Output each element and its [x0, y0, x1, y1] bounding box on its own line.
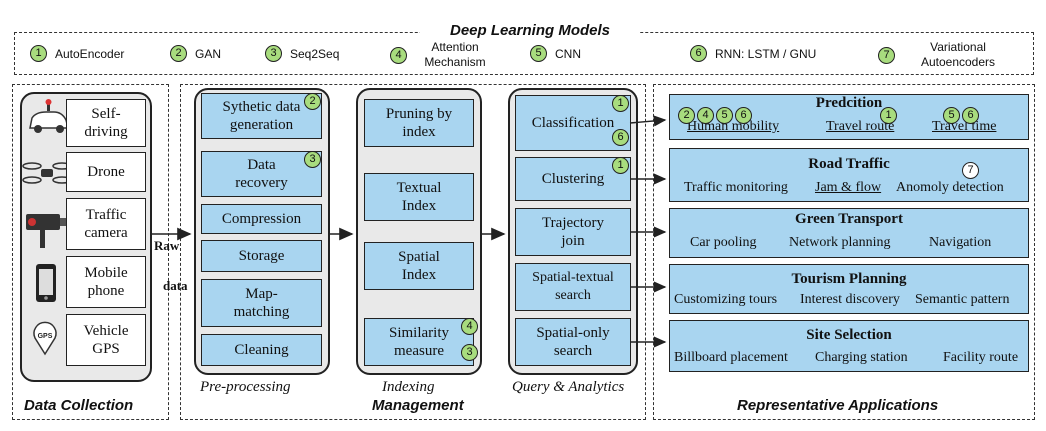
- raw-data-label-1: Raw: [154, 238, 180, 253]
- app-road-traffic: Road Traffic Traffic monitoring Jam & fl…: [669, 148, 1029, 202]
- badge-1: 1: [880, 107, 897, 124]
- device-traffic-camera: Traffic camera: [66, 198, 146, 250]
- badge-4: 4: [697, 107, 714, 124]
- app-item-human-mobility: Human mobility: [687, 119, 780, 134]
- gps-icon: GPS: [33, 321, 57, 356]
- query-spatial-only: Spatial-only search: [515, 318, 631, 366]
- phone-icon: [36, 264, 56, 302]
- legend-label: GAN: [195, 46, 222, 61]
- device-mobile-phone: Mobile phone: [66, 256, 146, 308]
- badge-5: 5: [943, 107, 960, 124]
- app-item-navigation: Navigation: [929, 235, 992, 250]
- badge-7: 7: [962, 162, 979, 179]
- app-item-traffic-monitoring: Traffic monitoring: [684, 180, 788, 195]
- legend-label: Seq2Seq: [290, 46, 340, 61]
- badge-6: 6: [962, 107, 979, 124]
- device-vehicle-gps: Vehicle GPS: [66, 314, 146, 366]
- indexing-caption: Indexing: [382, 379, 435, 395]
- app-item-travel-route: Travel route: [826, 119, 895, 134]
- query-trajectory-join: Trajectory join: [515, 208, 631, 256]
- app-item-charging-station: Charging station: [815, 350, 908, 365]
- device-drone: Drone: [66, 152, 146, 192]
- badge-2: 2: [304, 93, 321, 110]
- app-item-network-planning: Network planning: [789, 235, 891, 250]
- query-clustering: Clustering: [515, 157, 631, 201]
- app-prediction: Predcition Human mobility Travel route T…: [669, 94, 1029, 140]
- legend-item-rnn: 6 RNN: LSTM / GNU: [690, 45, 816, 62]
- badge-3: 3: [461, 344, 478, 361]
- legend-label: AutoEncoder: [55, 46, 125, 61]
- app-title: Site Selection: [806, 327, 892, 343]
- legend-item-autoencoder: 1 AutoEncoder: [30, 45, 124, 62]
- badge-4: 4: [461, 318, 478, 335]
- prep-compression: Compression: [201, 204, 322, 234]
- legend-label: CNN: [555, 46, 581, 61]
- badge-7: 7: [878, 46, 895, 64]
- legend-item-cnn: 5 CNN: [530, 45, 581, 62]
- prep-cleaning: Cleaning: [201, 334, 322, 366]
- app-tourism-planning: Tourism Planning Customizing tours Inter…: [669, 264, 1029, 314]
- raw-data-label-2: data: [163, 278, 188, 293]
- pipeline-section: [180, 84, 646, 420]
- prep-synthetic-data: Sythetic data generation: [201, 93, 322, 139]
- prep-data-recovery: Data recovery: [201, 151, 322, 197]
- legend-item-gan: 2 GAN: [170, 45, 221, 62]
- badge-5: 5: [530, 45, 547, 62]
- index-similarity: Similarity measure: [364, 318, 474, 366]
- badge-6: 6: [735, 107, 752, 124]
- app-item-anomaly-detection: Anomoly detection: [896, 180, 1004, 195]
- legend-label: Variational Autoencoders: [920, 40, 996, 69]
- badge-1: 1: [30, 45, 47, 62]
- app-item-facility-route: Facility route: [943, 350, 1019, 365]
- badge-6: 6: [690, 45, 707, 62]
- app-item-semantic-pattern: Semantic pattern: [915, 292, 1010, 307]
- app-title: Road Traffic: [808, 156, 890, 172]
- data-collection-section: [12, 84, 169, 420]
- legend-label: RNN: LSTM / GNU: [715, 46, 817, 61]
- query-spatial-textual: Spatial-textual search: [515, 263, 631, 311]
- index-textual: Textual Index: [364, 173, 474, 221]
- data-collection-caption: Data Collection: [24, 397, 134, 414]
- legend-item-vae: 7 Variational Autoencoders: [878, 40, 1013, 70]
- app-site-selection: Site Selection Billboard placement Charg…: [669, 320, 1029, 372]
- prep-map-matching: Map-matching: [201, 279, 322, 327]
- badge-3: 3: [304, 151, 321, 168]
- query-classification: Classification: [515, 95, 631, 151]
- legend-label: Attention Mechanism: [424, 40, 486, 69]
- applications-caption: Representative Applications: [737, 397, 939, 414]
- models-legend-title: Deep Learning Models: [420, 22, 640, 39]
- app-title: Predcition: [815, 95, 883, 111]
- gps-icon-text: GPS: [38, 333, 53, 340]
- badge-4: 4: [390, 46, 407, 64]
- app-item-jam-flow: Jam & flow: [815, 180, 882, 195]
- badge-2: 2: [678, 107, 695, 124]
- preprocessing-caption: Pre-processing: [200, 379, 291, 395]
- badge-5: 5: [716, 107, 733, 124]
- prep-storage: Storage: [201, 240, 322, 272]
- app-item-car-pooling: Car pooling: [690, 235, 757, 250]
- app-item-interest-discovery: Interest discovery: [800, 292, 900, 307]
- legend-item-seq2seq: 3 Seq2Seq: [265, 45, 339, 62]
- drone-icon: [22, 162, 72, 184]
- badge-1: 1: [612, 157, 629, 174]
- app-item-billboard-placement: Billboard placement: [674, 350, 788, 365]
- car-icon: [29, 99, 69, 133]
- badge-2: 2: [170, 45, 187, 62]
- badge-1: 1: [612, 95, 629, 112]
- app-title: Green Transport: [795, 211, 903, 227]
- query-caption: Query & Analytics: [512, 379, 625, 395]
- app-title: Tourism Planning: [791, 271, 907, 287]
- applications-section: [653, 84, 1035, 420]
- management-caption: Management: [372, 397, 464, 414]
- app-item-customizing-tours: Customizing tours: [674, 292, 778, 307]
- legend-item-attention: 4 Attention Mechanism: [390, 40, 495, 70]
- index-spatial: Spatial Index: [364, 242, 474, 290]
- camera-icon: [26, 214, 66, 248]
- badge-6: 6: [612, 129, 629, 146]
- app-green-transport: Green Transport Car pooling Network plan…: [669, 208, 1029, 258]
- badge-3: 3: [265, 45, 282, 62]
- device-self-driving: Self-driving: [66, 99, 146, 147]
- index-pruning: Pruning by index: [364, 99, 474, 147]
